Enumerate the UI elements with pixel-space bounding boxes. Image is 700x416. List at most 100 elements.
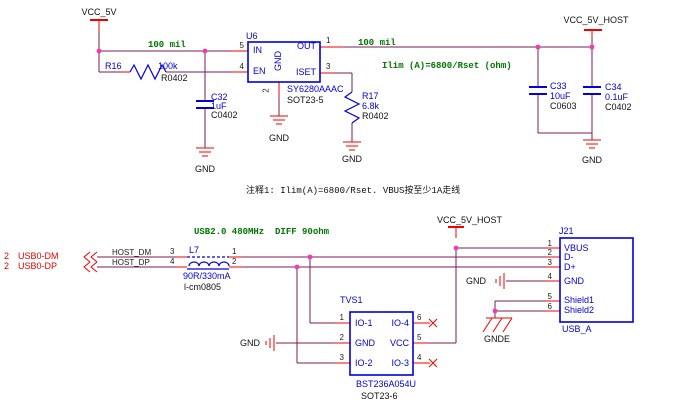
tvs1-pin-number-6: 6: [417, 313, 422, 322]
c34-footprint: C0402: [605, 102, 632, 112]
usb-spec-note: USB2.0 480MHz DIFF 90ohm: [194, 227, 330, 237]
c33-footprint: C0603: [550, 101, 577, 111]
gnd-label-j21: GND: [466, 276, 486, 286]
j21-pin-dminus-label: D-: [564, 252, 574, 262]
port-usb0-dp[interactable]: USB0-DP: [18, 261, 58, 271]
j21-pin-shield2-label: Shield2: [564, 305, 595, 315]
gnd-symbol-j21: [495, 273, 505, 289]
c34-refdes: C34: [605, 82, 622, 92]
r17-symbol[interactable]: [343, 91, 361, 124]
c32-value: 1uF: [211, 101, 227, 111]
tvs1-pin-gnd-label: GND: [355, 338, 375, 348]
gnd-label-c32: GND: [195, 164, 215, 174]
tvs1-pin-io1-label: IO-1: [355, 318, 373, 328]
port-usb0-dm[interactable]: USB0-DM: [18, 251, 59, 261]
tvs1-pin-vcc-label: VCC: [389, 338, 409, 348]
j21-pin-vbus-label: VBUS: [564, 243, 589, 253]
tvs1-pin-number-4: 4: [417, 353, 422, 362]
tvs1-footprint: SOT23-6: [361, 391, 398, 401]
tvs1-pin-io2-label: IO-2: [355, 358, 373, 368]
u6-pin-en-label: EN: [253, 66, 266, 76]
trace-width-note-left: 100 mil: [148, 40, 186, 50]
c33-refdes: C33: [550, 81, 567, 91]
port-chevron-usb0-dp: [83, 261, 98, 273]
tvs1-body[interactable]: [349, 311, 414, 376]
l7-pin-number-1: 1: [232, 247, 237, 256]
gnd-symbol-u6: [270, 115, 288, 125]
junction-dots: [96, 44, 595, 314]
j21-pin-dplus-label: D+: [564, 262, 576, 272]
r16-value: 100k: [158, 61, 178, 71]
u6-pin-in-label: IN: [253, 45, 262, 55]
gnd-label-tvs: GND: [240, 338, 260, 348]
l7-pin-number-3: 3: [170, 247, 175, 256]
power-and-stubs: [83, 19, 602, 368]
l7-pin-number-4: 4: [170, 257, 175, 266]
j21-refdes: J21: [559, 226, 574, 236]
tvs1-pin-number-2: 2: [339, 333, 344, 342]
port-chevron-usb0-dm: [83, 251, 98, 263]
tvs1-pin-io3-label: IO-3: [391, 358, 409, 368]
no-connect-x: [428, 318, 438, 368]
gnd-label-r17: GND: [342, 154, 362, 164]
j21-pin-number-2: 2: [547, 248, 552, 257]
j21-pin-number-4: 4: [547, 272, 552, 281]
net-label-host-dm: HOST_DM: [112, 248, 152, 257]
r16-symbol[interactable]: [129, 63, 167, 81]
l7-refdes: L7: [189, 245, 200, 255]
u6-pin-iset-label: ISET: [295, 67, 316, 77]
u6-pin-number-3: 3: [326, 62, 331, 71]
c33-symbol[interactable]: [529, 86, 547, 95]
net-label-vcc5vhost-bottom: VCC_5V_HOST: [437, 215, 503, 225]
u6-refdes: U6: [246, 31, 258, 41]
tvs1-pin-number-1: 1: [339, 313, 344, 322]
j21-pin-number-3: 3: [547, 258, 552, 267]
c34-symbol[interactable]: [583, 86, 601, 95]
j21-pin-number-1: 1: [547, 239, 552, 248]
j21-pin-gnd-label: GND: [564, 276, 584, 286]
gnde-symbol: [482, 317, 513, 333]
j21-body[interactable]: [559, 237, 634, 323]
gnde-label: GNDE: [484, 334, 511, 344]
u6-pin-out-label: OUT: [297, 41, 316, 51]
gnd-symbol-r17: [343, 141, 361, 151]
c32-footprint: C0402: [211, 110, 238, 120]
schematic-note: 注释1: Ilim(A)=6800/Rset. VBUS按至少1A走线: [246, 186, 461, 196]
u6-body[interactable]: [247, 41, 321, 83]
c33-value: 10uF: [550, 91, 571, 101]
u6-pin-gnd-label: GND: [273, 51, 283, 71]
sheet-ref-dp: 2: [4, 261, 10, 271]
u6-footprint: SOT23-5: [287, 95, 324, 105]
r17-refdes: R17: [362, 91, 379, 101]
net-label-vcc5v: VCC_5V: [81, 7, 117, 17]
u6-part-number: SY6280AAAC: [287, 84, 344, 94]
u6-pin-number-4: 4: [239, 62, 244, 71]
gnd-symbol-c32: [196, 147, 214, 157]
c32-symbol[interactable]: [196, 100, 214, 109]
r16-refdes: R16: [105, 61, 122, 71]
l7-footprint: l-cm0805: [184, 282, 222, 292]
u6-pin-number-2: 2: [261, 88, 271, 93]
u6-pin-number-5: 5: [239, 41, 244, 50]
gnd-symbol-c34: [583, 139, 601, 149]
tvs1-pin-io4-label: IO-4: [391, 318, 409, 328]
tvs1-pin-number-3: 3: [339, 353, 344, 362]
l7-pin-number-2: 2: [232, 257, 237, 266]
r17-value: 6.8k: [362, 101, 380, 111]
c32-refdes: C32: [211, 92, 228, 102]
net-label-host-dp: HOST_DP: [112, 258, 150, 267]
l7-symbol[interactable]: [187, 256, 230, 270]
trace-width-note-right: 100 mil: [358, 38, 396, 48]
r16-footprint: R0402: [161, 73, 188, 83]
j21-pin-number-6: 6: [547, 302, 552, 311]
j21-pin-shield1-label: Shield1: [564, 295, 595, 305]
j21-pin-number-5: 5: [547, 292, 552, 301]
c34-value: 0.1uF: [605, 92, 629, 102]
r17-footprint: R0402: [362, 111, 389, 121]
tvs1-refdes: TVS1: [340, 295, 363, 305]
tvs1-pin-number-5: 5: [417, 333, 422, 342]
gnd-label-c34: GND: [582, 155, 602, 165]
gnd-symbol-tvs: [265, 335, 275, 351]
gnd-label-u6: GND: [269, 133, 289, 143]
